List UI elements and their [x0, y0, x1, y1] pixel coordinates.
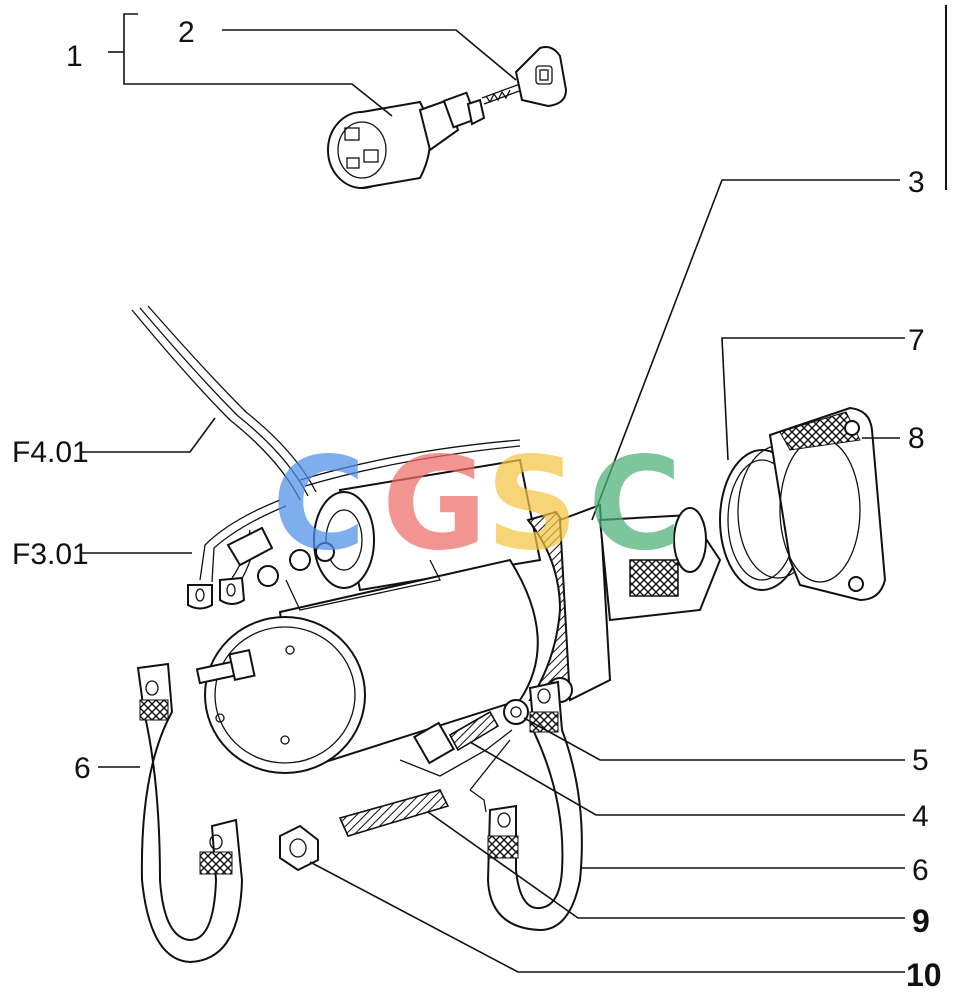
label-7: 7 — [908, 324, 925, 357]
callout-labels: 1 2 3 7 8 F4.01 F3.01 6 5 4 6 9 10 — [12, 16, 942, 993]
mounting-flange-8 — [768, 406, 887, 602]
label-1: 1 — [66, 40, 83, 73]
leader-lines — [80, 13, 905, 973]
label-6-left: 6 — [74, 752, 91, 785]
label-f4-01: F4.01 — [12, 436, 89, 469]
ground-strap-left — [136, 662, 244, 964]
ring-terminal-right — [219, 576, 246, 605]
watermark-letter-3: S — [486, 430, 578, 579]
starter-motor — [195, 458, 722, 774]
label-5: 5 — [912, 744, 929, 777]
ground-strap-right — [486, 680, 583, 932]
starter-end-cap — [204, 616, 366, 774]
ignition-switch-assembly — [327, 46, 568, 189]
watermark-letter-4: C — [588, 430, 682, 579]
label-4: 4 — [912, 800, 929, 833]
label-3: 3 — [908, 166, 925, 199]
label-10: 10 — [906, 957, 942, 993]
watermark-letter-1: C — [272, 430, 366, 579]
flange-plate — [768, 406, 887, 602]
ring-terminal-left — [187, 584, 213, 610]
label-9: 9 — [912, 903, 930, 939]
nut-10 — [279, 824, 319, 872]
label-f3-01: F3.01 — [12, 538, 89, 571]
label-2: 2 — [178, 16, 195, 49]
ignition-key — [514, 46, 568, 108]
bolt-4 — [413, 710, 500, 765]
label-8: 8 — [908, 422, 925, 455]
wiring-harness — [131, 305, 521, 610]
watermark-letter-2: G — [382, 430, 487, 579]
watermark-logo: C G S C — [272, 430, 682, 579]
label-6-right: 6 — [912, 854, 929, 887]
drive-end-flange — [558, 503, 612, 702]
harness-connector — [226, 526, 274, 567]
stud-9 — [338, 789, 450, 837]
washer-5 — [503, 699, 529, 725]
